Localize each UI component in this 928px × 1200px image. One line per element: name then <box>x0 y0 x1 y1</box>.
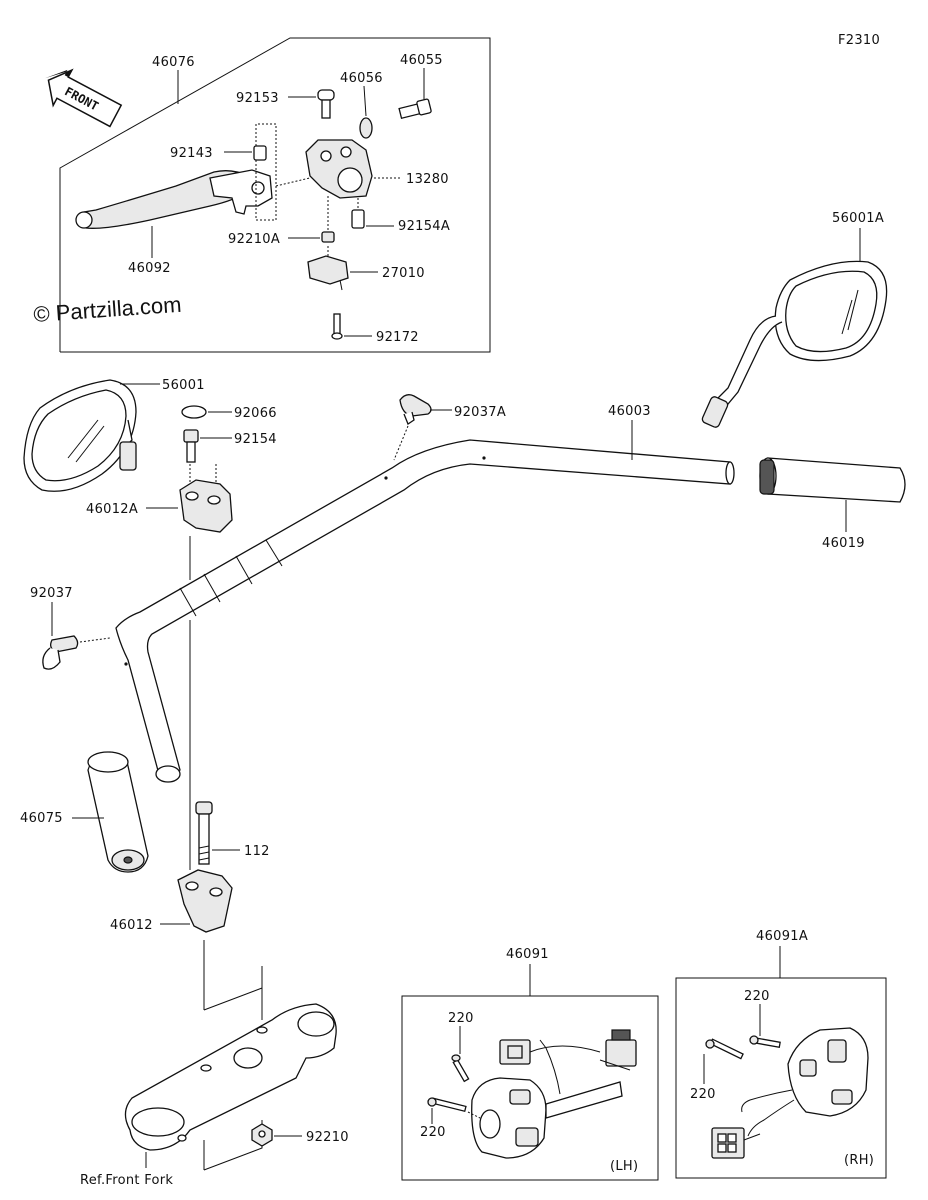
callout-46056: 46056 <box>340 71 383 86</box>
callout-220-rh-top: 220 <box>744 989 770 1004</box>
left-grip <box>87 751 149 873</box>
pivot-bolt <box>317 89 335 119</box>
lower-handlebar-clamp <box>177 869 233 933</box>
washer-92066 <box>181 405 207 419</box>
right-throttle-grip <box>759 457 906 503</box>
lh-switch-housing <box>471 1029 637 1159</box>
callout-46055: 46055 <box>400 53 443 68</box>
callout-92143: 92143 <box>170 146 213 161</box>
callout-46012: 46012 <box>110 918 153 933</box>
callout-46003: 46003 <box>608 404 651 419</box>
callout-46076: 46076 <box>152 55 195 70</box>
clutch-lever <box>75 169 273 229</box>
pivot-bushing <box>253 145 267 161</box>
lh-label: (LH) <box>610 1159 638 1174</box>
lh-screw-upper <box>451 1054 470 1083</box>
callout-92210A: 92210A <box>228 232 280 247</box>
left-mirror <box>23 379 137 492</box>
screw-92172 <box>331 313 343 340</box>
callout-46012A: 46012A <box>86 502 138 517</box>
front-arrow-icon: FRONT <box>44 68 123 128</box>
callout-92172: 92172 <box>376 330 419 345</box>
upper-handlebar-clamp <box>179 479 233 533</box>
callout-92210: 92210 <box>306 1130 349 1145</box>
callout-112: 112 <box>244 844 270 859</box>
callout-92154A: 92154A <box>398 219 450 234</box>
clutch-lever-assembly-box <box>59 37 491 353</box>
callout-46092: 46092 <box>128 261 171 276</box>
lever-holder <box>305 139 373 199</box>
callout-92066: 92066 <box>234 406 277 421</box>
rh-label: (RH) <box>844 1153 874 1168</box>
cable-clip-92037A <box>399 394 432 425</box>
rh-switch-box <box>675 977 887 1179</box>
right-mirror <box>701 260 888 428</box>
callout-46075: 46075 <box>20 811 63 826</box>
rh-switch-housing <box>711 1027 869 1159</box>
ref-front-fork: Ref.Front Fork <box>80 1173 173 1188</box>
callout-46019: 46019 <box>822 536 865 551</box>
nut-92210A <box>321 231 335 243</box>
callout-92037A: 92037A <box>454 405 506 420</box>
callout-27010: 27010 <box>382 266 425 281</box>
cable-clip-92037 <box>42 635 79 670</box>
callout-46091A: 46091A <box>756 929 808 944</box>
callout-56001: 56001 <box>162 378 205 393</box>
bolt-92154A <box>351 209 365 229</box>
callout-92154: 92154 <box>234 432 277 447</box>
callout-92037: 92037 <box>30 586 73 601</box>
rh-screw-lower <box>705 1038 744 1060</box>
callout-220-rh-bottom: 220 <box>690 1087 716 1102</box>
screw-46055 <box>398 98 432 120</box>
clutch-switch <box>307 255 349 291</box>
nut-92210 <box>251 1123 273 1147</box>
rh-screw-upper <box>749 1035 781 1048</box>
bolt-112 <box>195 801 213 865</box>
callout-56001A: 56001A <box>832 211 884 226</box>
callout-46091: 46091 <box>506 947 549 962</box>
upper-fork-bracket <box>124 1003 337 1151</box>
callout-13280: 13280 <box>406 172 449 187</box>
watermark: © Partzilla.com <box>33 292 183 327</box>
callout-220-lh-bottom: 220 <box>420 1125 446 1140</box>
bolt-92154 <box>183 429 199 463</box>
handlebar <box>115 439 735 783</box>
lh-screw-lower <box>427 1097 467 1113</box>
washer-46056 <box>359 117 373 139</box>
figure-id: F2310 <box>838 33 880 48</box>
callout-92153: 92153 <box>236 91 279 106</box>
callout-220-lh-top: 220 <box>448 1011 474 1026</box>
